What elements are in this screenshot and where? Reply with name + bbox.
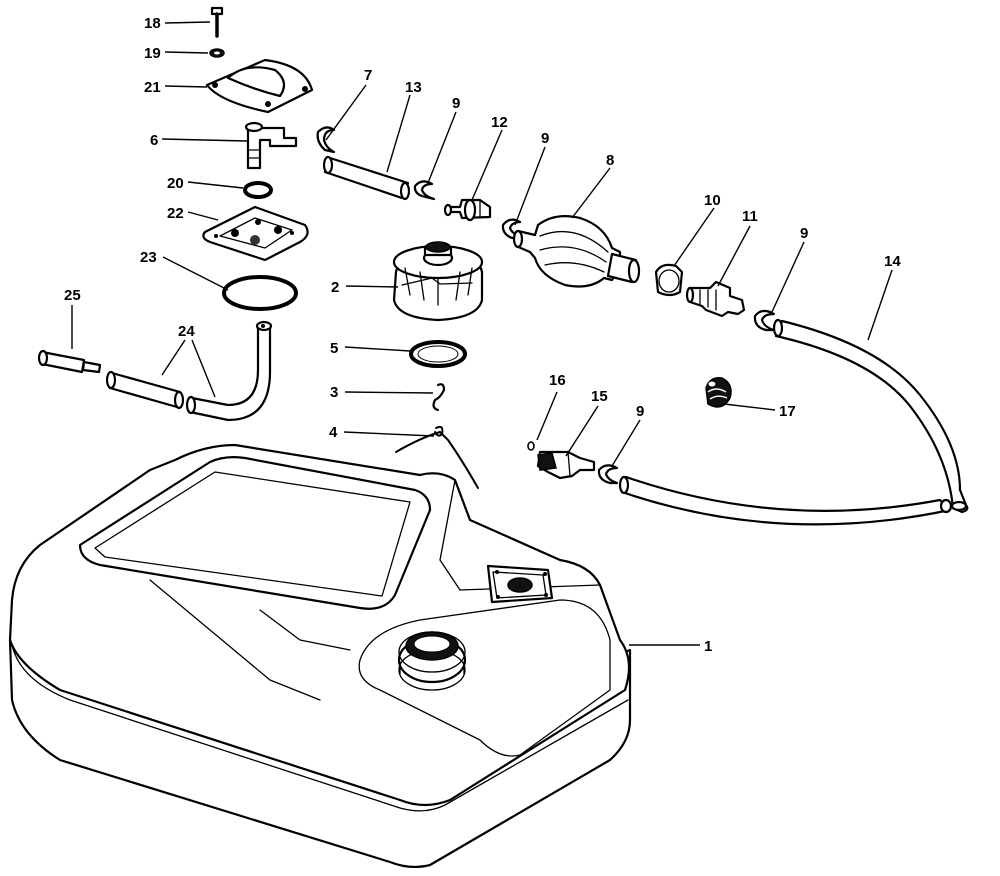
callout-1: 1	[704, 638, 712, 655]
callout-5: 5	[330, 340, 338, 357]
callout-16: 16	[549, 372, 566, 389]
callout-9: 9	[452, 95, 460, 112]
spring-clamp	[705, 376, 732, 408]
connector-fitting	[685, 280, 746, 318]
callout-23: 23	[140, 249, 157, 266]
primer-bulb	[512, 215, 641, 288]
callout-11: 11	[742, 208, 758, 225]
callout-8: 8	[606, 152, 614, 169]
s-hook	[432, 383, 446, 412]
callout-3: 3	[330, 384, 338, 401]
elbow-fitting	[244, 121, 298, 170]
callout-22: 22	[167, 205, 184, 222]
fuel-hose	[618, 318, 969, 526]
callout-13: 13	[405, 79, 422, 96]
callout-4: 4	[329, 424, 338, 441]
callout-20: 20	[167, 175, 184, 192]
small-o-ring	[527, 441, 535, 451]
hose-adapter	[37, 349, 102, 374]
callout-9: 9	[800, 225, 808, 242]
callout-19: 19	[144, 45, 161, 62]
lock-washer	[209, 48, 225, 58]
callout-18: 18	[144, 15, 161, 32]
hose-clamp	[753, 309, 776, 332]
callout-14: 14	[884, 253, 901, 270]
callout-2: 2	[331, 279, 339, 296]
retainer-cord	[395, 425, 479, 489]
hose-section	[105, 370, 185, 410]
callout-7: 7	[364, 67, 372, 84]
callout-10: 10	[704, 192, 721, 209]
callout-25: 25	[64, 287, 81, 304]
callout-21: 21	[144, 79, 161, 96]
screw	[210, 6, 224, 38]
hose-clamp	[413, 180, 436, 201]
o-ring-large	[222, 275, 298, 311]
cap-gasket	[409, 340, 467, 368]
callout-9: 9	[541, 130, 549, 147]
cover-plate	[205, 58, 314, 114]
gasket-plate	[202, 205, 309, 262]
callout-17: 17	[779, 403, 796, 420]
o-ring-small	[243, 181, 273, 199]
callout-15: 15	[591, 388, 608, 405]
callout-6: 6	[150, 132, 158, 149]
filler-cap	[392, 241, 484, 322]
callout-24: 24	[178, 323, 195, 340]
fuel-tank	[8, 443, 632, 869]
vent-connector	[536, 450, 596, 480]
elbow-hose	[185, 320, 273, 422]
callout-12: 12	[491, 114, 508, 131]
primer-tube	[322, 155, 411, 201]
hose-clamp	[597, 464, 619, 485]
hose-clamp	[501, 218, 524, 240]
hose-clamp-ring	[654, 263, 684, 297]
leader-lines	[71, 21, 893, 646]
callout-labels: 18 19 21 6 20 22 23 25 24 2 5 3 4 7 13 9…	[64, 15, 901, 655]
callout-9: 9	[636, 403, 644, 420]
check-valve-fitting	[443, 198, 492, 222]
